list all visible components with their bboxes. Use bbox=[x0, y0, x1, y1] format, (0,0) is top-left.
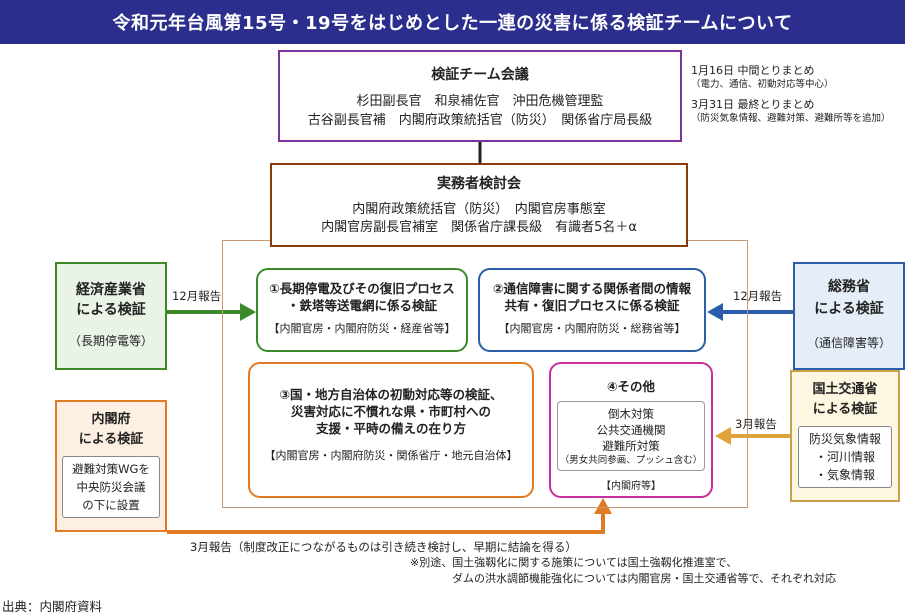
topic-3-line-3: 支援・平時の備えの在り方 bbox=[315, 421, 466, 436]
mic-line-1: 総務省 bbox=[828, 279, 870, 295]
meti-scope: （長期停電等） bbox=[68, 334, 153, 348]
cao-verification-box: 内閣府 による検証 避難対策WGを 中央防災会議 の下に設置 bbox=[55, 400, 167, 532]
mlit-inner-1: 防災気象情報 bbox=[808, 432, 881, 446]
schedule-final-detail: （防災気象情報、避難対策、避難所等を追加） bbox=[691, 113, 891, 124]
meti-verification-box: 経済産業省 による検証 （長期停電等） bbox=[55, 262, 167, 370]
practitioners-title: 実務者検討会 bbox=[437, 176, 521, 192]
practitioners-line-2: 内閣官房副長官補室 関係省庁課長級 有識者5名＋α bbox=[321, 220, 637, 235]
topic-3-owners: 【内閣官房・内閣府防災・関係省庁・地元自治体】 bbox=[264, 449, 518, 462]
mlit-line-1: 国土交通省 bbox=[812, 382, 878, 397]
topic-1-line-1: ①長期停電及びその復旧プロセス bbox=[269, 281, 455, 296]
topic-1-line-2: ・鉄塔等送電網に係る検証 bbox=[286, 298, 437, 313]
cao-wg-note: 避難対策WGを 中央防災会議 の下に設置 bbox=[62, 456, 160, 518]
schedule-final: 3月31日 最終とりまとめ bbox=[691, 98, 815, 111]
cao-inner-2: 中央防災会議 bbox=[76, 480, 146, 494]
schedule-notes: 1月16日 中間とりまとめ （電力、通信、初動対応等中心） 3月31日 最終とり… bbox=[691, 64, 905, 126]
mlit-report-label: 3月報告 bbox=[735, 417, 777, 431]
mic-scope: （通信障害等） bbox=[806, 336, 891, 350]
topic-4-item-2: 公共交通機関 bbox=[596, 423, 666, 437]
mlit-report-arrow bbox=[715, 427, 790, 445]
council-members-line-1: 杉田副長官 和泉補佐官 沖田危機管理監 bbox=[356, 94, 604, 109]
mlit-inner-3: ・気象情報 bbox=[814, 468, 875, 482]
mic-line-2: による検証 bbox=[814, 301, 884, 317]
topic-4-title: ④その他 bbox=[606, 379, 656, 394]
mic-report-label: 12月報告 bbox=[733, 289, 783, 303]
cao-inner-1: 避難対策WGを bbox=[72, 462, 150, 476]
topic-4-items: 倒木対策 公共交通機関 避難所対策 （男女共同参画、プッシュ含む） bbox=[557, 401, 705, 471]
cao-line-1: 内閣府 bbox=[91, 412, 131, 427]
topic-4-owners: 【内閣府等】 bbox=[601, 481, 661, 492]
topic-2-line-2: 共有・復旧プロセスに係る検証 bbox=[504, 298, 680, 313]
topic-other-box: ④その他 倒木対策 公共交通機関 避難所対策 （男女共同参画、プッシュ含む） 【… bbox=[549, 362, 713, 498]
mlit-info-list: 防災気象情報 ・河川情報 ・気象情報 bbox=[798, 426, 892, 488]
mlit-line-2: による検証 bbox=[812, 402, 878, 417]
topic-4-item-1: 倒木対策 bbox=[608, 407, 654, 421]
topic-initial-response-box: ③国・地方自治体の初動対応等の検証、 災害対応に不慣れな県・市町村への 支援・平… bbox=[248, 362, 534, 498]
meti-line-2: による検証 bbox=[76, 302, 146, 318]
topic-4-item-3: 避難所対策 bbox=[602, 439, 660, 453]
topic-communication-box: ②通信障害に関する関係者間の情報 共有・復旧プロセスに係る検証 【内閣官房・内閣… bbox=[478, 268, 706, 352]
meti-report-arrow bbox=[167, 303, 256, 321]
footnote-line-2: ダムの洪水調節機能強化については内閣官房・国土交通省等で、それぞれ対応 bbox=[452, 572, 837, 585]
cao-line-2: による検証 bbox=[78, 432, 144, 447]
council-title: 検証チーム会議 bbox=[431, 67, 529, 83]
source-credit: 出典：内閣府資料 bbox=[2, 599, 103, 614]
mlit-verification-box: 国土交通省 による検証 防災気象情報 ・河川情報 ・気象情報 bbox=[790, 370, 900, 502]
schedule-interim-detail: （電力、通信、初動対応等中心） bbox=[691, 79, 834, 90]
topic-1-owners: 【内閣官房・内閣府防災・経産省等】 bbox=[268, 322, 456, 335]
meti-report-label: 12月報告 bbox=[172, 289, 222, 303]
cao-report-label: 3月報告（制度改正につながるものは引き続き検討し、早期に結論を得る） bbox=[190, 540, 577, 554]
practitioners-line-1: 内閣府政策統括官（防災） 内閣官房事態室 bbox=[352, 202, 606, 217]
topic-2-owners: 【内閣官房・内閣府防災・総務省等】 bbox=[498, 322, 686, 335]
topic-4-note: （男女共同参画、プッシュ含む） bbox=[559, 455, 703, 466]
page-title: 令和元年台風第15号・19号をはじめとした一連の災害に係る検証チームについて bbox=[0, 0, 905, 44]
practitioners-meeting-box: 実務者検討会 内閣府政策統括官（防災） 内閣官房事態室 内閣官房副長官補室 関係… bbox=[270, 163, 688, 247]
topic-3-line-1: ③国・地方自治体の初動対応等の検証、 bbox=[279, 387, 503, 402]
footnote-line-1: ※別途、国土強靱化に関する施策については国土強靱化推進室で、 bbox=[410, 556, 738, 569]
mic-report-arrow bbox=[707, 303, 793, 321]
mic-verification-box: 総務省 による検証 （通信障害等） bbox=[793, 262, 905, 370]
footnote: ※別途、国土強靱化に関する施策については国土強靱化推進室で、 ダムの洪水調節機能… bbox=[410, 555, 900, 587]
schedule-interim: 1月16日 中間とりまとめ bbox=[691, 64, 815, 77]
topic-3-line-2: 災害対応に不慣れな県・市町村への bbox=[290, 404, 491, 419]
council-members-line-2: 古谷副長官補 内閣府政策統括官（防災） 関係省庁局長級 bbox=[307, 113, 653, 128]
topic-power-outage-box: ①長期停電及びその復旧プロセス ・鉄塔等送電網に係る検証 【内閣官房・内閣府防災… bbox=[256, 268, 468, 352]
meti-line-1: 経済産業省 bbox=[76, 282, 146, 298]
cao-report-arrow bbox=[167, 498, 612, 534]
verification-team-council-box: 検証チーム会議 杉田副長官 和泉補佐官 沖田危機管理監 古谷副長官補 内閣府政策… bbox=[278, 50, 682, 142]
cao-inner-3: の下に設置 bbox=[82, 498, 140, 512]
mlit-inner-2: ・河川情報 bbox=[814, 450, 875, 464]
topic-2-line-1: ②通信障害に関する関係者間の情報 bbox=[492, 281, 692, 296]
